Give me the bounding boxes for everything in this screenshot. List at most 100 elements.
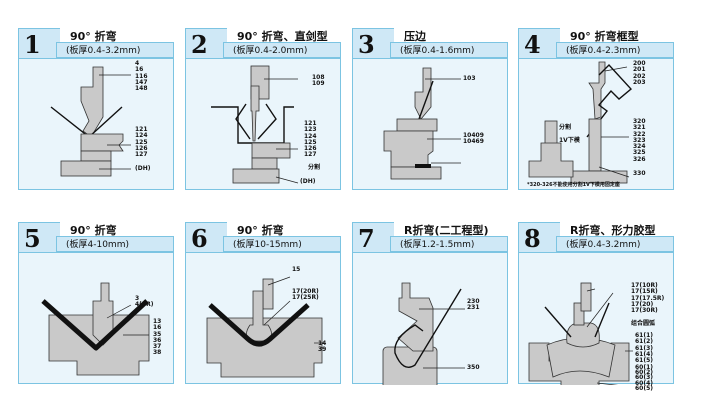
part-label: 330 [633, 170, 646, 177]
panel-body: 108 109 121 123 124 125 126 127 分割 (DH) [185, 58, 341, 190]
part-label: 分割 1V下模 [559, 124, 580, 144]
punch [80, 66, 104, 138]
tool-drawing [206, 276, 324, 378]
punch-holder [580, 282, 592, 312]
part-label: 10409 10469 [463, 132, 484, 146]
panel-header: 2 90° 折弯、直剑型 (板厚0.4-2.0mm) [185, 28, 341, 59]
die [251, 142, 291, 159]
part-label: 17(10R) 17(15R) 17(17.5R) 17(20) 17(30R) [631, 282, 665, 315]
panel-number: 7 [358, 224, 375, 253]
part-label: 61(1) 61(2) 61(3) 61(4) 61(5) [635, 332, 654, 365]
part-label: 分割 [308, 164, 321, 171]
die-350 [382, 346, 438, 385]
die-holder [80, 150, 112, 162]
tool-drawing [211, 65, 299, 184]
panel-title: 90° 折弯 [70, 224, 117, 237]
part-label: 17(20R) 17(25R) [292, 288, 319, 302]
radius-punch [566, 322, 600, 348]
panel-body: 17(10R) 17(15R) 17(17.5R) 17(20) 17(30R)… [518, 252, 674, 391]
die-320 [588, 118, 602, 172]
part-label: 108 109 [312, 74, 325, 88]
panel-7: 7 R折弯(二工程型) (板厚1.2-1.5mm) 230 231 350 [352, 222, 508, 385]
die [80, 133, 124, 152]
tool-drawing [382, 282, 465, 385]
punch-shank [573, 302, 585, 326]
note: *320-326不能使用分割1V下模用固定座 [527, 182, 620, 188]
panel-title: 90° 折弯 [70, 30, 117, 43]
panel-5: 5 90° 折弯 (板厚4-10mm) 3 4(3R) 13 16 35 36 … [18, 222, 174, 384]
part-label: 15 [292, 266, 301, 273]
panel-number: 3 [358, 30, 375, 59]
panel-number: 2 [191, 30, 208, 59]
panel-6: 6 90° 折弯 (板厚10-15mm) 15 17(20R) 17(25R) … [185, 222, 341, 384]
panel-header: 6 90° 折弯 (板厚10-15mm) [185, 222, 341, 253]
base [232, 168, 280, 184]
thickness-range: (板厚0.4-3.2mm) [566, 240, 641, 250]
thickness-range: (板厚10-15mm) [233, 240, 302, 250]
panel-2: 2 90° 折弯、直剑型 (板厚0.4-2.0mm) 108 109 121 1… [185, 28, 341, 190]
thickness-range: (板厚0.4-2.3mm) [566, 46, 641, 56]
panel-number: 1 [24, 30, 41, 59]
thickness-range: (板厚1.2-1.5mm) [400, 240, 475, 250]
panel-header: 5 90° 折弯 (板厚4-10mm) [18, 222, 174, 253]
part-label: 3 4(3R) [135, 295, 154, 309]
part-label: 60(1) 60(2) 60(3) 60(4) 60(5) [635, 364, 654, 392]
panel-title: 90° 折弯框型 [570, 30, 639, 43]
part-label: 14 39 [318, 340, 327, 354]
thickness-range: (板厚0.4-2.0mm) [233, 46, 308, 56]
part-label: (DH) [135, 165, 151, 172]
panel-number: 6 [191, 224, 208, 253]
sheet [418, 80, 434, 120]
tool-drawing [383, 67, 461, 180]
sheet [586, 63, 633, 138]
panel-header: 1 90° 折弯 (板厚0.4-3.2mm) [18, 28, 174, 59]
part-label: 121 124 125 126 127 [135, 126, 148, 159]
panel-number: 8 [524, 224, 541, 253]
panel-title: 压边 [404, 30, 426, 43]
part-label: 4 16 116 147 148 [135, 60, 148, 93]
tool-drawing [41, 282, 150, 376]
base [390, 166, 442, 180]
punch [414, 67, 432, 120]
panel-body: 4 16 116 147 148 121 124 125 126 127 (DH… [18, 58, 174, 190]
part-label: 350 [467, 364, 480, 371]
panel-body: 200 201 202 203 分割 1V下模 320 321 322 323 … [518, 58, 674, 190]
part-label: 组合圆弧 [631, 320, 656, 327]
panel-number: 4 [524, 30, 541, 59]
frame-punch [588, 61, 606, 120]
panel-3: 3 压边 (板厚0.4-1.6mm) 103 10409 10469 [352, 28, 508, 190]
part-label: 320 321 322 323 324 325 326 [633, 118, 646, 163]
sheet [394, 288, 462, 368]
tool-drawing [528, 61, 633, 184]
panel-4: 4 90° 折弯框型 (板厚0.4-2.3mm) 200 201 202 203… [518, 28, 674, 190]
panel-body: 15 17(20R) 17(25R) 14 39 [185, 252, 341, 384]
base [60, 160, 112, 177]
panel-title: R折弯、形力胶型 [570, 224, 656, 237]
thickness-range: (板厚4-10mm) [66, 240, 129, 250]
panel-header: 4 90° 折弯框型 (板厚0.4-2.3mm) [518, 28, 674, 59]
1v-die-holder [528, 142, 574, 178]
part-label: (DH) [300, 178, 316, 185]
panel-body: 3 4(3R) 13 16 35 36 37 38 [18, 252, 174, 384]
panel-header: 8 R折弯、形力胶型 (板厚0.4-3.2mm) [518, 222, 674, 253]
tool-drawing [50, 66, 131, 177]
panel-title: 90° 折弯、直剑型 [237, 30, 328, 43]
punch [250, 85, 260, 142]
sheet [41, 299, 149, 351]
panel-1: 1 90° 折弯 (板厚0.4-3.2mm) 4 16 116 147 148 … [18, 28, 174, 190]
die-holder [251, 157, 278, 170]
panel-header: 7 R折弯(二工程型) (板厚1.2-1.5mm) [352, 222, 508, 253]
part-label: 230 231 [467, 298, 480, 312]
panel-body: 103 10409 10469 [352, 58, 508, 190]
sheet [208, 303, 310, 347]
part-label: 121 123 124 125 126 127 [304, 120, 317, 159]
panel-number: 5 [24, 224, 41, 253]
gooseneck-punch [397, 282, 434, 352]
panel-title: R折弯(二工程型) [404, 224, 489, 237]
panel-8: 8 R折弯、形力胶型 (板厚0.4-3.2mm) 17(10R) 17(15R)… [518, 222, 674, 391]
die-top [396, 118, 438, 132]
tool-drawing [528, 282, 633, 385]
die [383, 130, 434, 168]
thickness-range: (板厚0.4-3.2mm) [66, 46, 141, 56]
